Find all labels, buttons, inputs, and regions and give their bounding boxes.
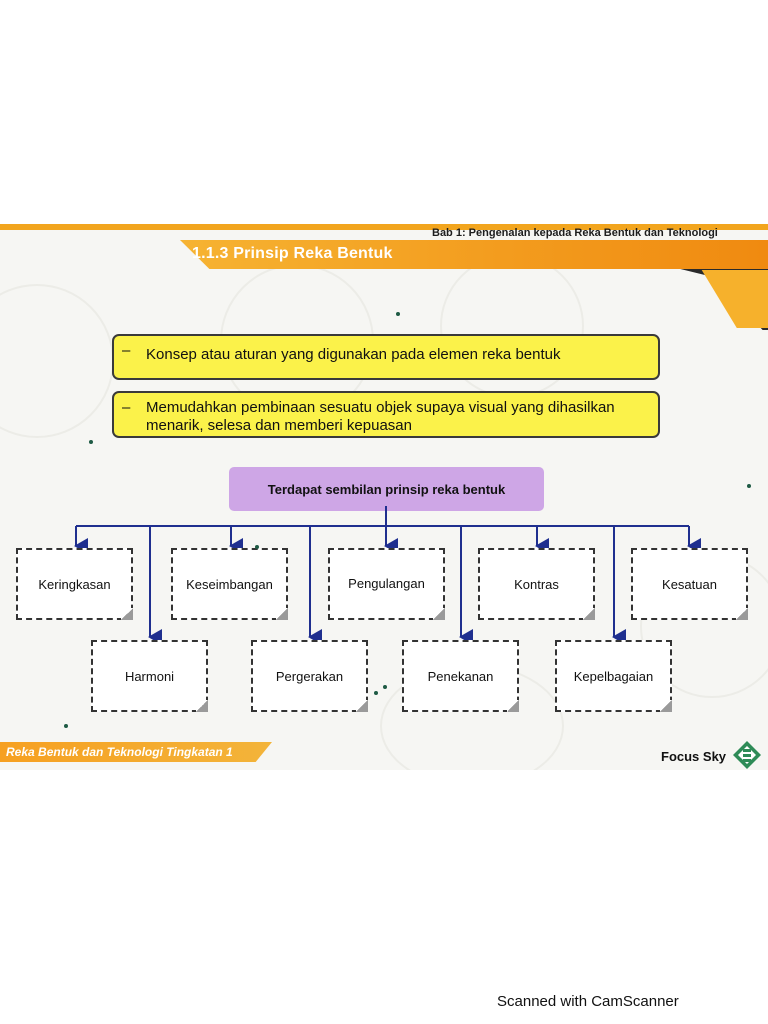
page-fold-icon [356, 700, 368, 712]
scan-watermark: Scanned with CamScanner [497, 993, 679, 1010]
chapter-heading: Bab 1: Pengenalan kepada Reka Bentuk dan… [432, 227, 718, 239]
focus-sky-logo-icon [733, 741, 761, 769]
principle-box-pergerakan: Pergerakan [251, 640, 368, 712]
principle-box-harmoni: Harmoni [91, 640, 208, 712]
decorative-dot [64, 724, 68, 728]
page-fold-icon [276, 608, 288, 620]
diagram-connectors [74, 506, 701, 645]
page-fold-icon [583, 608, 595, 620]
textbook-slide: Bab 1: Pengenalan kepada Reka Bentuk dan… [0, 224, 768, 770]
bullet-text: Konsep atau aturan yang digunakan pada e… [146, 346, 561, 363]
principle-label: Keringkasan [38, 576, 111, 592]
bullet-box-definition: – Konsep atau aturan yang digunakan pada… [112, 334, 660, 380]
footer-book-title: Reka Bentuk dan Teknologi Tingkatan 1 [6, 745, 233, 759]
bullet-dash: – [122, 342, 131, 359]
principle-label: Kepelbagaian [573, 668, 654, 684]
diagram-root-box: Terdapat sembilan prinsip reka bentuk [229, 467, 544, 511]
section-title-bar [180, 240, 768, 269]
principle-box-keseimbangan: Keseimbangan [171, 548, 288, 620]
bullet-text: Memudahkan pembinaan sesuatu objek supay… [146, 399, 615, 434]
principle-box-kontras: Kontras [478, 548, 595, 620]
bullet-dash: – [122, 399, 131, 416]
footer-bar [0, 742, 272, 762]
decorative-dot [374, 691, 378, 695]
principle-label: Pengulangan [348, 576, 425, 591]
page-fold-icon [507, 700, 519, 712]
top-accent-stripe [0, 224, 768, 230]
page-fold-icon [433, 608, 445, 620]
decorative-dot [383, 685, 387, 689]
brand-name: Focus Sky [661, 749, 727, 764]
decorative-dot [747, 484, 751, 488]
principle-box-pengulangan: Pengulangan [328, 548, 445, 620]
principle-label: Kontras [514, 576, 559, 592]
principle-label: Keseimbangan [186, 576, 273, 592]
principle-label: Penekanan [427, 668, 494, 684]
page-fold-icon [121, 608, 133, 620]
page-fold-icon [736, 608, 748, 620]
principle-box-kepelbagaian: Kepelbagaian [555, 640, 672, 712]
principle-box-penekanan: Penekanan [402, 640, 519, 712]
principle-box-kesatuan: Kesatuan [631, 548, 748, 620]
bullet-box-purpose: – Memudahkan pembinaan sesuatu objek sup… [112, 391, 660, 438]
decorative-dot [255, 545, 259, 549]
decorative-dot [396, 312, 400, 316]
principle-box-keringkasan: Keringkasan [16, 548, 133, 620]
principle-label: Pergerakan [275, 668, 344, 684]
decorative-dot [89, 440, 93, 444]
page-fold-icon [196, 700, 208, 712]
principle-label: Kesatuan [662, 576, 717, 592]
section-title: 1.1.3 Prinsip Reka Bentuk [192, 245, 393, 262]
page-fold-icon [660, 700, 672, 712]
principle-label: Harmoni [124, 668, 175, 684]
